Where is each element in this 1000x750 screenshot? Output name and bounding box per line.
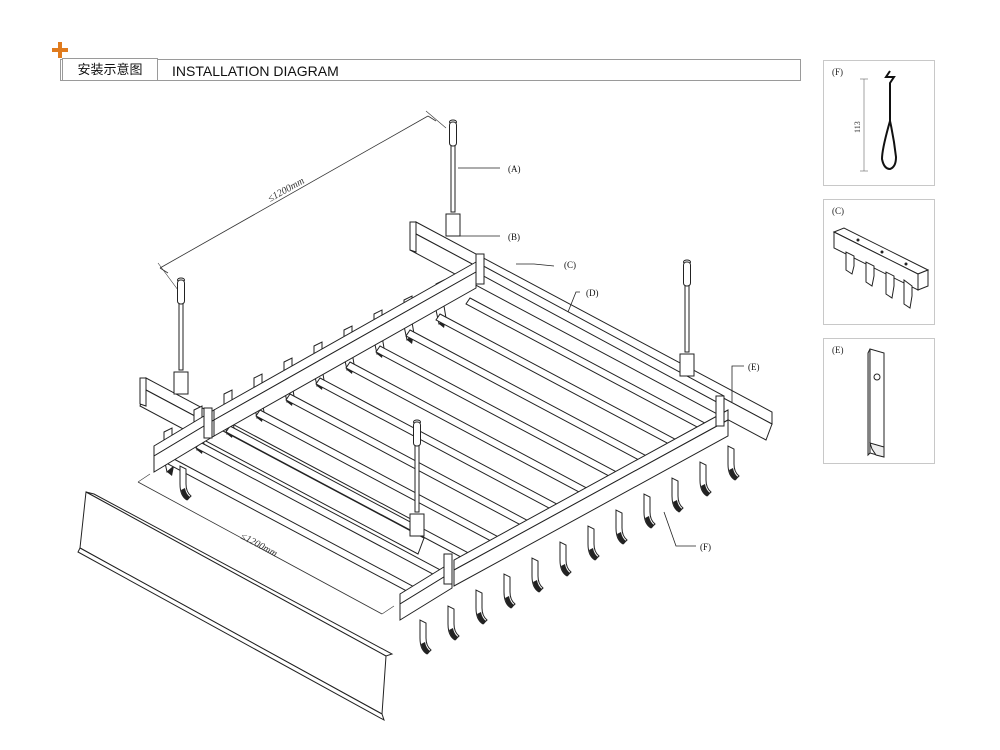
hanger-rod bbox=[413, 419, 421, 513]
hanger-rod bbox=[449, 119, 457, 213]
dimension-label-back: ≤1200mm bbox=[266, 176, 306, 205]
loose-slat bbox=[77, 491, 394, 722]
page-title: INSTALLATION DIAGRAM bbox=[172, 63, 339, 79]
ceiling-slats bbox=[167, 297, 719, 597]
section-tab-label: 安装示意图 bbox=[62, 58, 158, 80]
hanger-rod bbox=[177, 277, 185, 371]
dimension-label-front: ≤1200mm bbox=[239, 531, 279, 559]
callout-c: (C) bbox=[564, 260, 576, 270]
callout-e: (E) bbox=[748, 362, 760, 372]
detail-card-hook: (F) 113 bbox=[823, 60, 935, 186]
callout-f: (F) bbox=[700, 542, 711, 552]
detail-card-carrier: (C) bbox=[823, 199, 935, 325]
callout-a: (A) bbox=[508, 164, 521, 174]
detail-card-clip: (E) bbox=[823, 338, 935, 464]
callout-d: (D) bbox=[586, 288, 599, 298]
installation-diagram: ≤1200mm ≤1200mm bbox=[77, 110, 773, 722]
cross-rail-rear bbox=[213, 261, 725, 437]
header-bar bbox=[60, 59, 801, 81]
hook-illustration bbox=[860, 70, 898, 172]
detail-tag-e: (E) bbox=[832, 345, 844, 355]
plus-icon bbox=[52, 42, 68, 58]
detail-tag-f: (F) bbox=[832, 67, 843, 77]
callout-leaders bbox=[458, 167, 744, 547]
callout-b: (B) bbox=[508, 232, 520, 242]
hanger-rod bbox=[683, 259, 691, 353]
carrier-illustration bbox=[832, 227, 930, 309]
dimension-line-back bbox=[157, 110, 447, 291]
hanger-clips bbox=[173, 213, 725, 585]
clip-illustration bbox=[867, 348, 885, 458]
dimension-line-front bbox=[137, 473, 395, 615]
detail-tag-c: (C) bbox=[832, 206, 844, 216]
